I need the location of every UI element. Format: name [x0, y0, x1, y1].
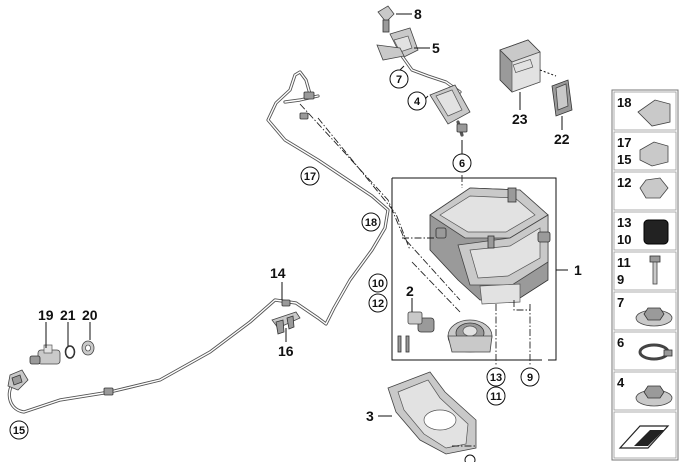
legend-tile-arrow: [613, 411, 677, 459]
legend-tile-18: 18: [613, 91, 677, 131]
tank-body: [429, 187, 551, 305]
svg-text:9: 9: [617, 272, 624, 287]
svg-text:6: 6: [617, 335, 624, 350]
svg-text:18: 18: [365, 217, 377, 229]
legend-tile-11-9: 11 9: [613, 251, 677, 291]
bolt-icon: [649, 255, 661, 263]
callout-18: 18: [361, 212, 381, 232]
legend-tile-4: 4: [613, 371, 677, 411]
legend-tile-7: 7: [613, 291, 677, 331]
svg-text:11: 11: [490, 391, 502, 403]
svg-text:13: 13: [617, 215, 631, 230]
svg-text:4: 4: [617, 375, 625, 390]
svg-text:13: 13: [490, 372, 502, 384]
legend-tile-6: 6: [613, 331, 677, 371]
label-3: 3: [366, 408, 374, 424]
svg-text:15: 15: [617, 152, 631, 167]
nut-icon: [639, 177, 669, 199]
rubber-mount-icon: [643, 219, 669, 245]
callout-9: 9: [520, 367, 540, 387]
callout-11: 11: [486, 386, 506, 406]
svg-text:10: 10: [372, 278, 384, 290]
clip-icon: [637, 99, 671, 127]
callout-7: 7: [389, 69, 409, 89]
connector-parts-19-21-20: [29, 340, 95, 365]
legend-tile-17-15: 17 15: [613, 131, 677, 171]
label-8: 8: [414, 6, 422, 22]
pipe-clip-16: [271, 311, 301, 335]
label-1: 1: [574, 262, 582, 278]
svg-text:17: 17: [304, 171, 316, 183]
svg-text:12: 12: [372, 298, 384, 310]
label-2: 2: [406, 283, 414, 299]
callout-17: 17: [300, 166, 320, 186]
legend-tile-13-10: 13 10: [613, 211, 677, 251]
svg-text:4: 4: [414, 96, 421, 108]
label-21: 21: [60, 307, 76, 323]
svg-text:7: 7: [396, 74, 402, 86]
svg-text:11: 11: [617, 255, 631, 270]
label-20: 20: [82, 307, 98, 323]
label-22: 22: [554, 131, 570, 147]
label-16: 16: [278, 343, 294, 359]
callout-13: 13: [486, 367, 506, 387]
reference-lines: [299, 103, 531, 447]
heater-element-2: [397, 311, 493, 353]
callout-12: 12: [368, 293, 388, 313]
tank-module-frame: [391, 177, 568, 361]
label-14: 14: [270, 265, 286, 281]
svg-text:10: 10: [617, 232, 631, 247]
callout-10: 10: [368, 273, 388, 293]
callout-6: 6: [452, 153, 472, 173]
control-unit-23-22: [499, 39, 573, 117]
label-5: 5: [432, 40, 440, 56]
label-23: 23: [512, 111, 528, 127]
svg-text:15: 15: [13, 425, 25, 437]
cap-icon: [639, 141, 669, 167]
callout-15: 15: [9, 420, 29, 440]
svg-text:17: 17: [617, 135, 631, 150]
parts-legend: 18 17 15 12 13 10 11 9: [611, 89, 679, 461]
svg-text:6: 6: [459, 158, 465, 170]
circled-callouts: 7 4 6 17 18 10 12 13: [9, 69, 540, 440]
label-19: 19: [38, 307, 54, 323]
filler-hose-assembly: [376, 5, 471, 137]
legend-tile-12: 12: [613, 171, 677, 211]
svg-text:12: 12: [617, 175, 631, 190]
svg-text:18: 18: [617, 95, 631, 110]
svg-text:7: 7: [617, 295, 624, 310]
bracket-3: [387, 371, 477, 462]
part-labels: 8 5 23 22 1 2 14 16 19 21 20 3: [38, 6, 582, 424]
svg-text:9: 9: [527, 372, 533, 384]
fuel-line-assembly: [7, 70, 390, 414]
callout-4: 4: [407, 91, 427, 111]
